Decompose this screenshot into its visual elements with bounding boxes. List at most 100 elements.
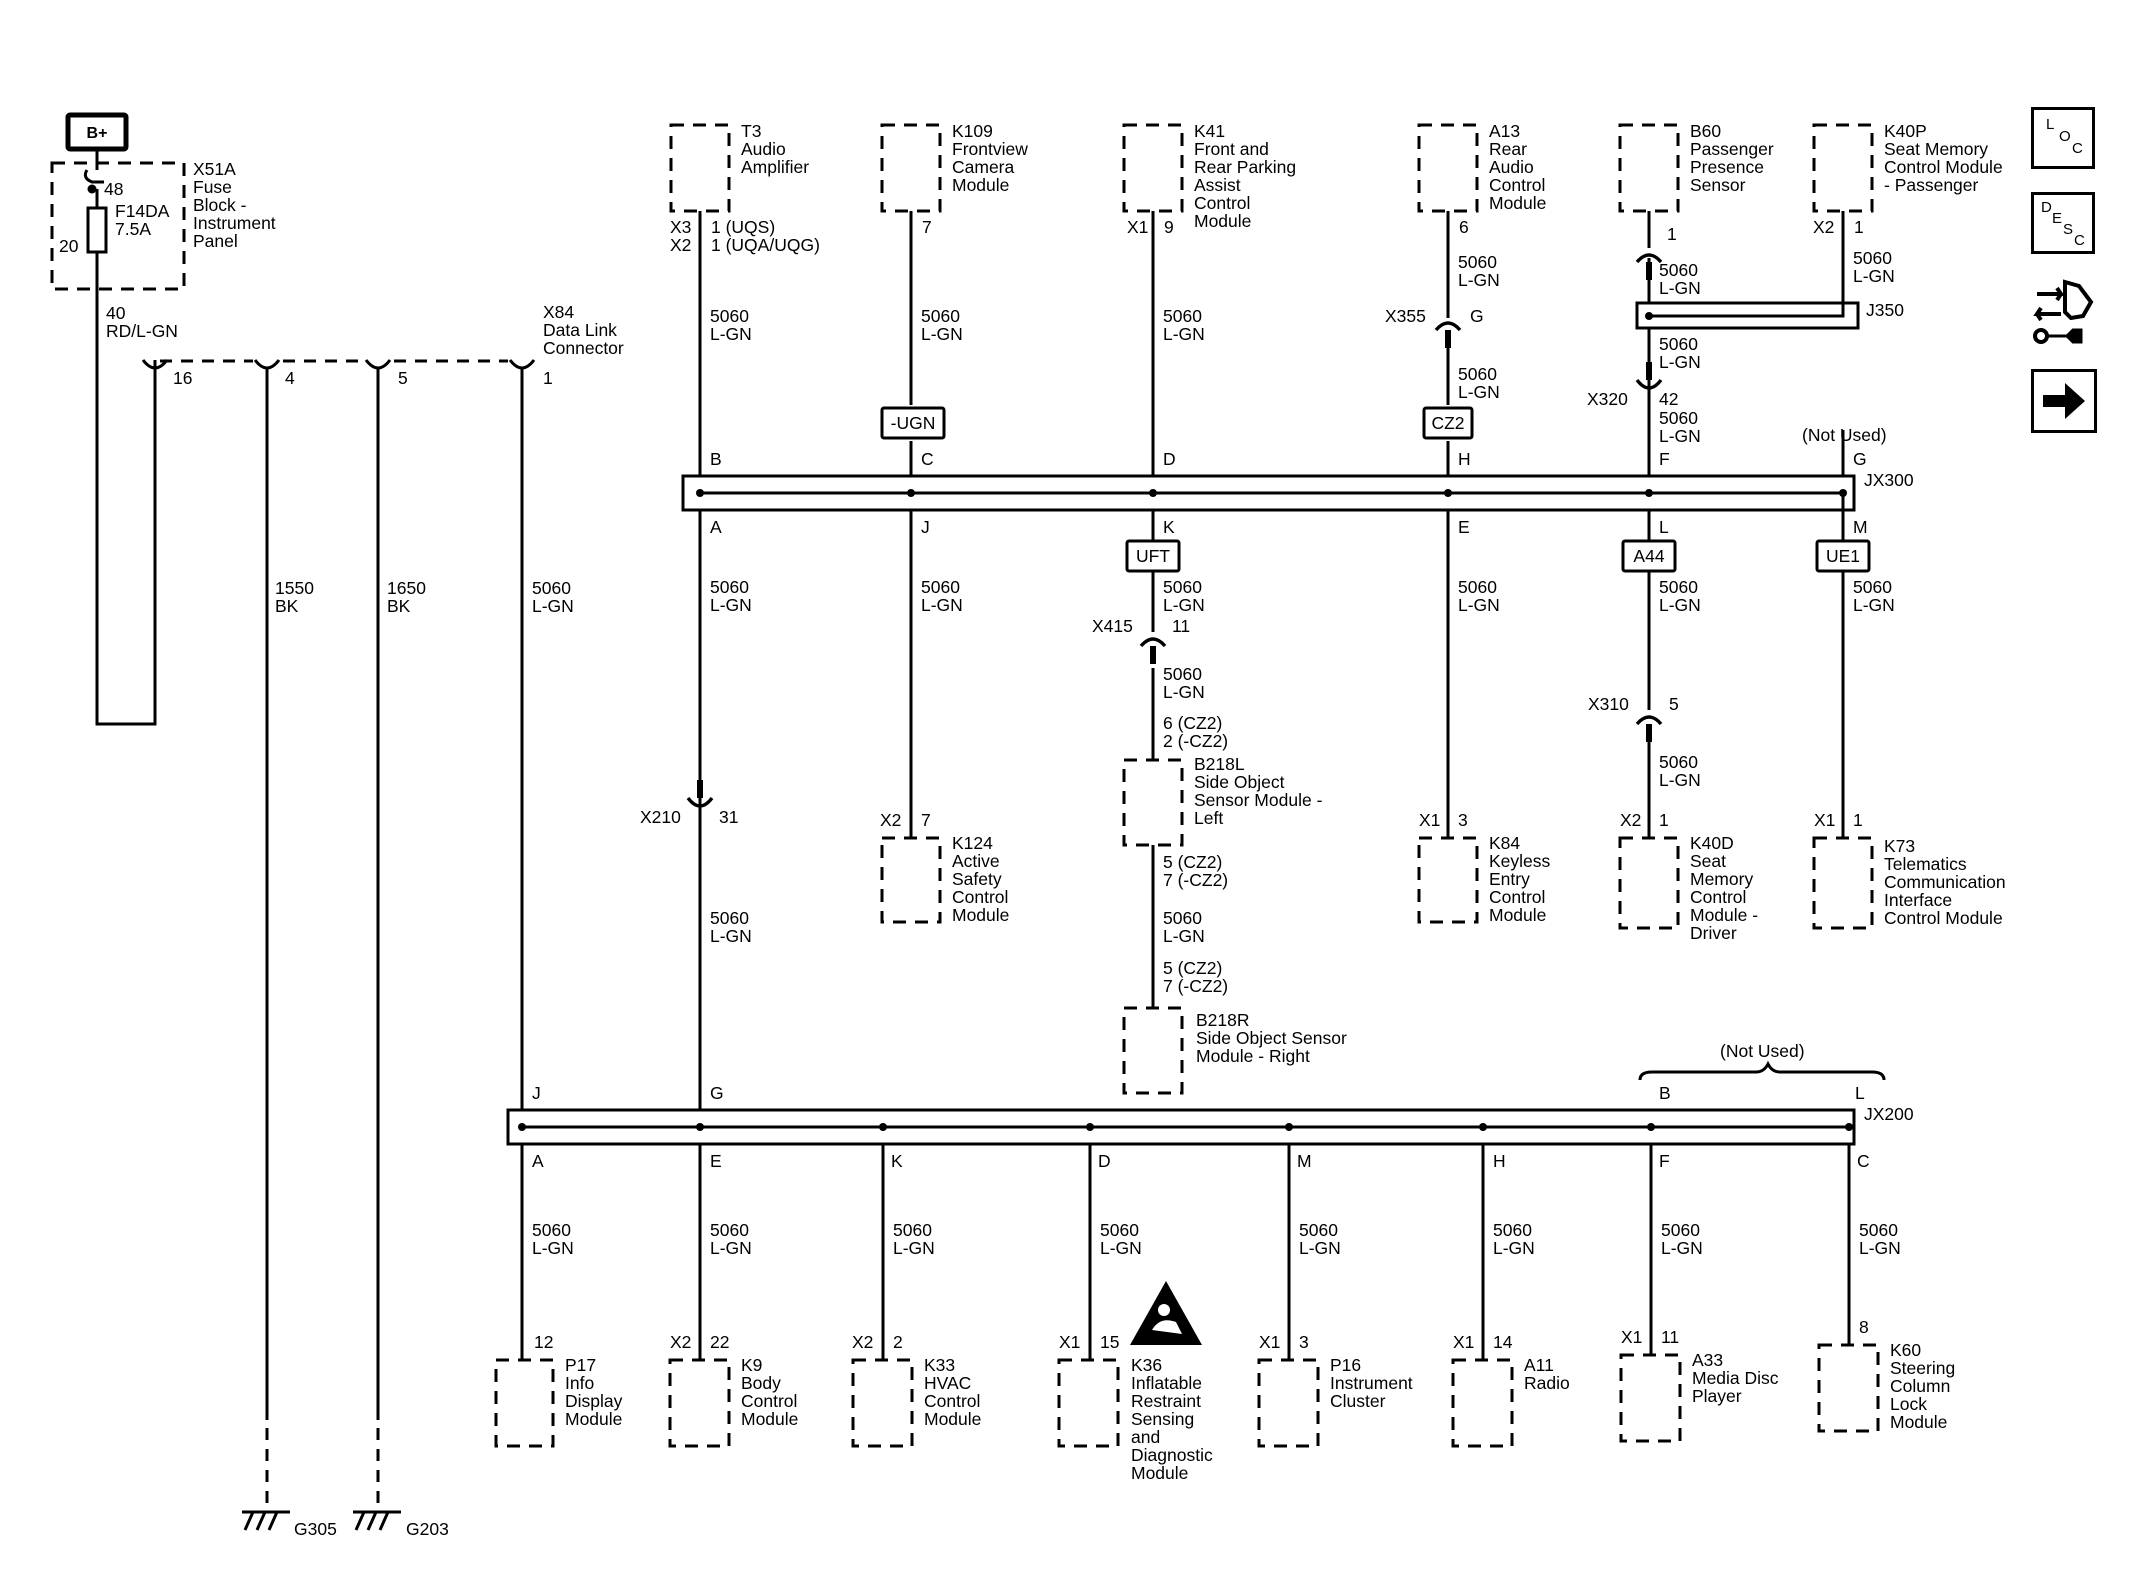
svg-text:Amplifier: Amplifier (741, 157, 809, 177)
svg-text:X1: X1 (1814, 810, 1835, 830)
svg-text:X210: X210 (640, 807, 681, 827)
svg-text:E: E (1458, 517, 1470, 537)
option-box-a44: A44 (1621, 539, 1677, 573)
dlc-pin-16: 16 (173, 368, 192, 388)
svg-text:Body: Body (741, 1373, 781, 1393)
wire-5060-dlc-color: L-GN (532, 596, 574, 616)
wire-40-color: RD/L-GN (106, 321, 178, 341)
connector-tool-icon[interactable] (2031, 272, 2097, 350)
svg-text:7 (-CZ2): 7 (-CZ2) (1163, 870, 1228, 890)
dlc-name-2: Connector (543, 338, 624, 358)
airbag-warning-icon (1130, 1281, 1202, 1345)
svg-text:Side Object: Side Object (1194, 772, 1285, 792)
dlc-pin-4: 4 (285, 368, 295, 388)
description-view-icon[interactable]: D E S C (2031, 192, 2095, 254)
inline-connector-x310: X310 5 (1588, 694, 1679, 742)
fuse-block-name-2: Block - (193, 195, 247, 215)
svg-text:UE1: UE1 (1826, 546, 1860, 566)
fuse-rating: 7.5A (115, 219, 151, 239)
svg-text:Display: Display (565, 1391, 623, 1411)
svg-text:Interface: Interface (1884, 890, 1952, 910)
svg-text:5060: 5060 (1853, 248, 1892, 268)
svg-text:G: G (1853, 449, 1867, 469)
svg-text:L-GN: L-GN (1458, 595, 1500, 615)
module-k33-hvac-control: X2 2 K33 HVAC Control Module (851, 1332, 981, 1448)
module-k60-steering-column-lock: 8 K60 Steering Column Lock Module (1817, 1317, 1955, 1433)
svg-text:5060: 5060 (1659, 577, 1698, 597)
svg-text:1: 1 (1659, 810, 1669, 830)
data-link-connector: 16 4 5 1 X84 Data Link Connector 1550 BK… (141, 302, 624, 1539)
svg-text:5060: 5060 (893, 1220, 932, 1240)
battery-supply: B+ (65, 112, 129, 152)
svg-text:6 (CZ2): 6 (CZ2) (1163, 713, 1222, 733)
svg-text:X310: X310 (1588, 694, 1629, 714)
svg-text:Cluster: Cluster (1330, 1391, 1386, 1411)
svg-text:5 (CZ2): 5 (CZ2) (1163, 958, 1222, 978)
svg-text:L-GN: L-GN (1493, 1238, 1535, 1258)
wire-40-number: 40 (106, 303, 126, 323)
svg-text:Seat: Seat (1690, 851, 1726, 871)
inline-connector-x415: X415 11 (1092, 616, 1190, 664)
svg-text:Module: Module (741, 1409, 798, 1429)
dlc-pin-5: 5 (398, 368, 408, 388)
svg-text:Communication: Communication (1884, 872, 2006, 892)
wire-1650-number: 1650 (387, 578, 426, 598)
svg-text:5060: 5060 (1458, 252, 1497, 272)
svg-text:K33: K33 (924, 1355, 955, 1375)
svg-text:Control: Control (952, 887, 1008, 907)
ground-g203: G203 (406, 1519, 449, 1539)
svg-text:L-GN: L-GN (921, 595, 963, 615)
svg-text:Module: Module (952, 905, 1009, 925)
svg-text:A11: A11 (1524, 1355, 1554, 1375)
svg-text:Module -: Module - (1690, 905, 1758, 925)
svg-text:F: F (1659, 449, 1670, 469)
svg-text:5060: 5060 (1493, 1220, 1532, 1240)
location-view-icon[interactable]: L O C (2031, 107, 2095, 169)
svg-text:5060: 5060 (1458, 364, 1497, 384)
svg-text:C: C (921, 449, 934, 469)
svg-text:Sensing: Sensing (1131, 1409, 1194, 1429)
fuse-block-name-4: Panel (193, 231, 238, 251)
module-b218r-side-object-right: 5 (CZ2) 7 (-CZ2) B218R Side Object Senso… (1122, 958, 1347, 1095)
module-k73-telematics: X1 1 K73 Telematics Communication Interf… (1812, 810, 2006, 930)
module-t3-audio-amplifier: T3 Audio Amplifier X3 X2 1 (UQS) 1 (UQA/… (669, 121, 820, 255)
svg-text:5: 5 (1669, 694, 1679, 714)
splice-block-jx300: JX300 (Not Used) B C D H F G A J K E L M (681, 425, 1914, 537)
svg-text:Sensor Module -: Sensor Module - (1194, 790, 1323, 810)
svg-text:X1: X1 (1621, 1327, 1642, 1347)
svg-text:Info: Info (565, 1373, 594, 1393)
svg-text:3: 3 (1458, 810, 1468, 830)
svg-text:1: 1 (1667, 224, 1677, 244)
svg-text:Rear Parking: Rear Parking (1194, 157, 1296, 177)
svg-text:E: E (2052, 210, 2062, 227)
svg-text:X3: X3 (670, 217, 691, 237)
svg-text:Module: Module (1131, 1463, 1188, 1483)
svg-text:L: L (2046, 116, 2054, 133)
svg-text:Column: Column (1890, 1376, 1950, 1396)
svg-text:5060: 5060 (1163, 306, 1202, 326)
wire-1550-color: BK (275, 596, 299, 616)
inline-connector-b60 (1635, 253, 1663, 280)
svg-text:5060: 5060 (1659, 260, 1698, 280)
svg-text:5060: 5060 (1163, 577, 1202, 597)
svg-text:L-GN: L-GN (1659, 426, 1701, 446)
svg-text:G: G (1470, 306, 1484, 326)
svg-text:Steering: Steering (1890, 1358, 1955, 1378)
svg-text:Sensor: Sensor (1690, 175, 1746, 195)
svg-text:Control Module: Control Module (1884, 157, 2003, 177)
svg-text:5060: 5060 (1853, 577, 1892, 597)
svg-text:1: 1 (1853, 810, 1863, 830)
splice-block-jx200: (Not Used) JX200 J G B L A E K D M H F C (506, 1041, 1914, 1171)
svg-text:2: 2 (893, 1332, 903, 1352)
svg-text:B: B (710, 449, 722, 469)
module-p17-info-display: 12 P17 Info Display Module (494, 1332, 623, 1448)
svg-text:K40P: K40P (1884, 121, 1927, 141)
option-box-uft: UFT (1125, 539, 1181, 573)
svg-text:L-GN: L-GN (893, 1238, 935, 1258)
next-page-arrow-icon[interactable] (2031, 369, 2097, 433)
svg-text:B: B (1659, 1083, 1671, 1103)
svg-text:5060: 5060 (710, 908, 749, 928)
svg-text:L-GN: L-GN (1163, 595, 1205, 615)
svg-text:7: 7 (922, 217, 932, 237)
